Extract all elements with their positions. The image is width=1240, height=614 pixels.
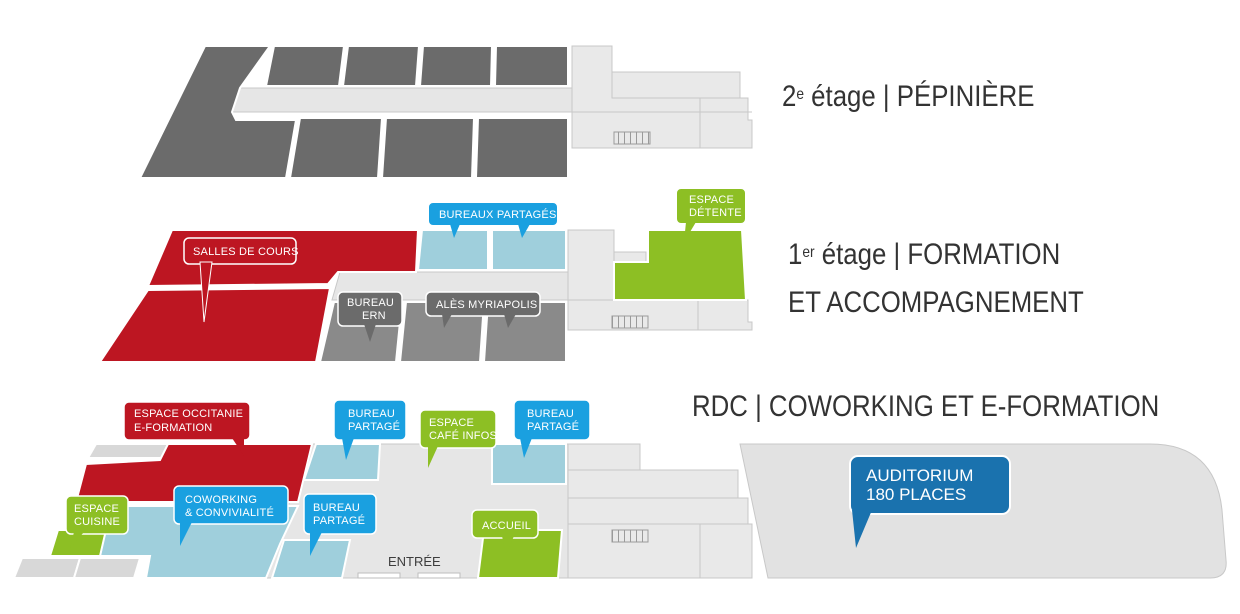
second-floor-office [288,117,384,179]
svg-text:DÉTENTE: DÉTENTE [689,206,742,219]
bureau-partage-callout: BUREAU PARTAGÉ [303,493,377,556]
svg-text:E-FORMATION: E-FORMATION [134,422,212,434]
entrance-door [357,572,401,579]
svg-text:COWORKING: COWORKING [185,494,257,506]
coworking-callout: COWORKING & CONVIVIALITÉ [173,485,289,546]
svg-text:PARTAGÉ: PARTAGÉ [348,420,400,433]
bureau-partage-room [302,443,382,481]
second-floor-office [138,45,298,179]
svg-text:BUREAU: BUREAU [527,408,574,420]
first-floor-title-line2: ET ACCOMPAGNEMENT [788,286,1084,319]
espace-cuisine-callout: ESPACE CUISINE [65,495,129,548]
bureaux-partages-room [416,229,489,271]
second-floor-corridor [231,87,573,113]
ground-floor-title: RDC | COWORKING ET E-FORMATION [692,390,1160,423]
bureau-partage-callout: BUREAU PARTAGÉ [513,399,591,458]
espace-cafe-infos-callout: ESPACE CAFÉ INFOS [419,409,497,468]
entrance-door [417,572,461,579]
svg-text:ESPACE OCCITANIE: ESPACE OCCITANIE [134,408,243,420]
salles-de-cours-room [98,286,332,363]
stairs-icon [611,529,649,543]
svg-text:CAFÉ INFOS: CAFÉ INFOS [429,429,497,442]
bureau-partage-room [491,443,567,485]
svg-text:AUDITORIUM: AUDITORIUM [866,466,973,485]
bureaux-partages-callout: BUREAUX PARTAGÉS [427,201,559,238]
espace-detente-callout: ESPACE DÉTENTE [675,187,747,242]
stairs-icon [611,315,649,329]
bureau-ern-callout: BUREAU ERN [337,291,403,342]
second-floor-annex [571,45,753,149]
bureau-partage-callout: BUREAU PARTAGÉ [333,399,407,460]
ground-floor-slab [86,443,170,459]
accueil-callout: ACCUEIL [471,509,539,554]
espace-occitanie-callout: ESPACE OCCITANIE E-FORMATION [123,401,251,456]
svg-text:ESPACE: ESPACE [689,194,734,206]
second-floor-office [341,45,421,87]
svg-text:ESPACE: ESPACE [429,417,474,429]
espace-detente-room [613,229,748,301]
ground-floor-slab [12,557,82,579]
second-floor-office [493,45,569,87]
second-floor-office [380,117,476,179]
bureau-partage-room [270,539,352,579]
svg-text:180 PLACES: 180 PLACES [866,485,966,504]
svg-text:PARTAGÉ: PARTAGÉ [313,514,365,527]
svg-text:ACCUEIL: ACCUEIL [482,520,531,532]
svg-text:BUREAU: BUREAU [348,408,395,420]
salles-de-cours-callout: SALLES DE COURS [183,237,299,323]
svg-text:PARTAGÉ: PARTAGÉ [527,420,579,433]
svg-text:BUREAUX PARTAGÉS: BUREAUX PARTAGÉS [439,208,557,221]
ales-myriapolis-callout: ALÈS MYRIAPOLIS [425,291,541,328]
bureaux-partages-room [491,229,567,271]
svg-text:BUREAU: BUREAU [347,297,394,309]
ground-floor-slab [72,557,142,579]
svg-text:ERN: ERN [362,310,386,322]
svg-text:ALÈS MYRIAPOLIS: ALÈS MYRIAPOLIS [436,298,537,311]
first-floor-title: 1er étage | FORMATION [788,238,1061,271]
svg-text:ESPACE: ESPACE [74,503,119,515]
stairs-icon [613,131,651,145]
second-floor-office [418,45,494,87]
svg-text:BUREAU: BUREAU [313,502,360,514]
second-floor-plan [138,45,753,179]
second-floor-office [264,45,346,87]
auditorium-callout: AUDITORIUM 180 PLACES [849,455,1011,548]
entree-label: ENTRÉE [388,554,441,569]
ground-floor-annex [567,443,753,579]
svg-text:& CONVIVIALITÉ: & CONVIVIALITÉ [185,506,274,519]
svg-text:CUISINE: CUISINE [74,516,120,528]
svg-text:SALLES DE COURS: SALLES DE COURS [193,246,299,258]
second-floor-office [474,117,569,179]
second-floor-title: 2e étage | PÉPINIÈRE [782,80,1035,113]
ground-floor-plan: ENTRÉE [12,443,1227,579]
